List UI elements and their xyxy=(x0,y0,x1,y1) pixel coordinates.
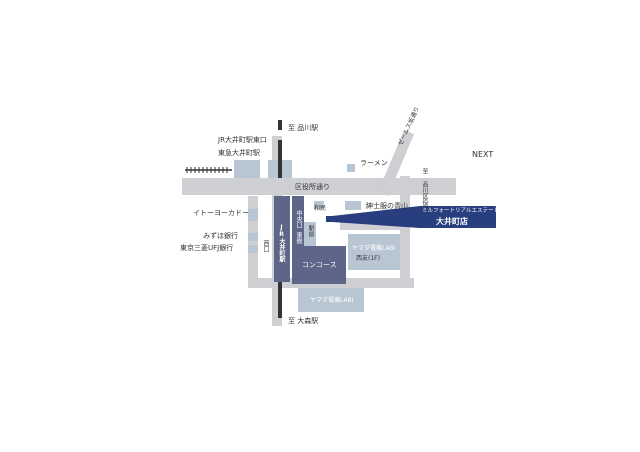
label-street-vertical: 至 品川区役所 xyxy=(421,168,428,211)
label-ufj: 東京三菱UFJ銀行 xyxy=(180,244,234,252)
road-east-branch xyxy=(340,222,410,230)
station-jr-platform xyxy=(274,196,290,282)
station-ekimae xyxy=(304,222,316,246)
road-west-vertical xyxy=(248,196,258,288)
rail-north-top xyxy=(278,120,282,130)
label-labi-upper: ヤマダ電機LABI xyxy=(352,245,396,252)
label-jr-oimachi: JR大井町駅 xyxy=(278,224,285,262)
building-itoyokado xyxy=(248,209,258,221)
label-ramen: ラーメン xyxy=(360,159,388,167)
label-south-omori: 至 大森駅 xyxy=(288,317,319,325)
label-seiyu: 西友(1F) xyxy=(356,255,380,262)
building-tokyu-west xyxy=(234,160,260,178)
store-label-box xyxy=(420,206,496,228)
label-tokyu-station: 東急大井町駅 xyxy=(218,149,260,157)
rail-north xyxy=(278,140,282,178)
label-nishi-guchi: 西口 xyxy=(262,240,269,252)
road-vertical-right xyxy=(400,176,410,286)
building-wako xyxy=(314,201,324,209)
label-shinshi: 紳士服の青山 xyxy=(366,202,408,210)
station-east-block xyxy=(292,196,304,248)
rail-south xyxy=(278,282,282,318)
label-mizuho: みずほ銀行 xyxy=(203,232,238,240)
label-store-company: ミルフォートリアルエステート xyxy=(422,208,499,214)
station-concourse xyxy=(292,246,346,284)
label-next: NEXT xyxy=(472,150,494,159)
building-mizuho xyxy=(248,233,258,241)
label-higashi-gawa: 東側 xyxy=(295,232,302,244)
label-labi-lower: ヤマダ電機LABI xyxy=(310,297,354,304)
label-store-name: 大井町店 xyxy=(436,217,468,226)
label-chuo-guchi: 中央口 xyxy=(295,210,302,228)
label-itoyokado: イトーヨーカドー xyxy=(193,209,249,217)
building-shinshi xyxy=(345,201,361,210)
road-diagonal-zeimusu xyxy=(378,130,414,196)
building-labi-upper xyxy=(348,234,400,270)
label-wako: 和民 xyxy=(314,205,327,212)
label-ekimae: 駅前 xyxy=(307,225,314,237)
label-kuyakusho-dori: 区役所通り xyxy=(295,183,330,191)
building-labi-lower xyxy=(298,288,364,312)
store-pointer xyxy=(332,206,420,228)
building-ufj xyxy=(248,245,258,253)
store-marker xyxy=(326,216,332,222)
building-ramen xyxy=(347,164,355,172)
label-jr-east-exit: JR大井町駅東口 xyxy=(218,136,267,144)
label-north-shinagawa: 至 品川駅 xyxy=(288,124,319,132)
rail-tokyu-ties xyxy=(186,167,228,173)
label-concourse: コンコース xyxy=(302,261,337,269)
